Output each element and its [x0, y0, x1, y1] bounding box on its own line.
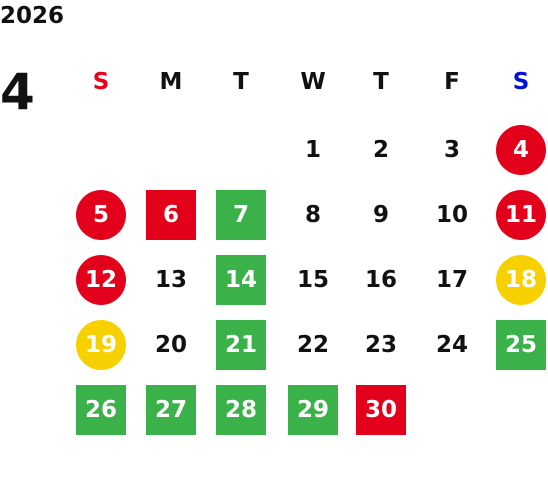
day-cell-22[interactable]: 22 [296, 332, 329, 358]
weekday-header-fri: F [444, 69, 460, 95]
day-cell-14[interactable]: 14 [216, 255, 266, 305]
day-cell-23[interactable]: 23 [364, 332, 397, 358]
day-cell-28[interactable]: 28 [216, 385, 266, 435]
day-cell-2[interactable]: 2 [372, 137, 389, 163]
day-cell-19[interactable]: 19 [76, 320, 126, 370]
day-cell-18[interactable]: 18 [496, 255, 546, 305]
day-cell-4[interactable]: 4 [496, 125, 546, 175]
day-cell-27[interactable]: 27 [146, 385, 196, 435]
day-cell-10[interactable]: 10 [435, 202, 468, 228]
weekday-header-sat: S [512, 69, 530, 95]
day-cell-13[interactable]: 13 [154, 267, 187, 293]
day-cell-30[interactable]: 30 [356, 385, 406, 435]
day-cell-25[interactable]: 25 [496, 320, 546, 370]
day-cell-7[interactable]: 7 [216, 190, 266, 240]
day-cell-15[interactable]: 15 [296, 267, 329, 293]
day-cell-24[interactable]: 24 [435, 332, 468, 358]
weekday-header-sun: S [92, 69, 110, 95]
day-cell-9[interactable]: 9 [372, 202, 389, 228]
day-cell-26[interactable]: 26 [76, 385, 126, 435]
weekday-header-wed: W [300, 69, 326, 95]
day-cell-11[interactable]: 11 [496, 190, 546, 240]
year-label: 2026 [0, 3, 65, 29]
day-cell-29[interactable]: 29 [288, 385, 338, 435]
day-cell-16[interactable]: 16 [364, 267, 397, 293]
day-cell-17[interactable]: 17 [435, 267, 468, 293]
day-cell-6[interactable]: 6 [146, 190, 196, 240]
weekday-header-tue: T [233, 69, 249, 95]
day-cell-12[interactable]: 12 [76, 255, 126, 305]
day-cell-21[interactable]: 21 [216, 320, 266, 370]
day-cell-20[interactable]: 20 [154, 332, 187, 358]
weekday-header-mon: M [159, 69, 183, 95]
month-number: 4 [0, 63, 35, 121]
day-cell-3[interactable]: 3 [443, 137, 460, 163]
weekday-header-thu: T [373, 69, 389, 95]
day-cell-5[interactable]: 5 [76, 190, 126, 240]
day-cell-8[interactable]: 8 [304, 202, 321, 228]
day-cell-1[interactable]: 1 [304, 137, 321, 163]
